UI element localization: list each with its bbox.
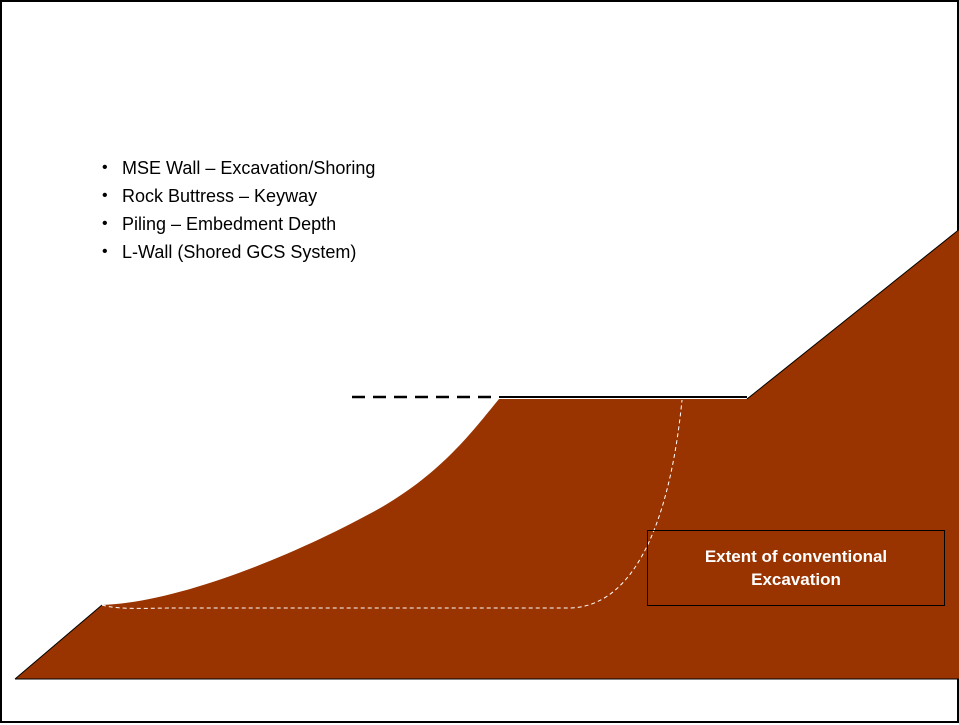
bullet-item: • Piling – Embedment Depth [102,210,375,238]
excavation-extent-label: Extent of conventional Excavation [647,530,945,606]
bullet-dot: • [102,215,108,232]
bullet-dot: • [102,187,108,204]
upper-slope-outline [746,228,959,400]
excavation-label-line2: Excavation [751,570,841,589]
bullet-item: • MSE Wall – Excavation/Shoring [102,154,375,182]
bullet-list: • MSE Wall – Excavation/Shoring • Rock But… [102,154,375,266]
toe-slope-outline [14,604,103,680]
bullet-text: Rock Buttress – Keyway [122,186,318,206]
bullet-text: Piling – Embedment Depth [122,214,337,234]
excavation-extent-dashed-line [101,399,683,609]
bullet-dot: • [102,243,108,260]
bullet-text: MSE Wall – Excavation/Shoring [122,158,376,178]
excavation-label-line1: Extent of conventional [704,547,888,566]
soil-mass [15,229,959,679]
bullet-item: • Rock Buttress – Keyway [102,182,375,210]
bullet-item: • L-Wall (Shored GCS System) [102,238,375,266]
bullet-text: L-Wall (Shored GCS System) [122,242,357,262]
bullet-dot: • [102,159,108,176]
